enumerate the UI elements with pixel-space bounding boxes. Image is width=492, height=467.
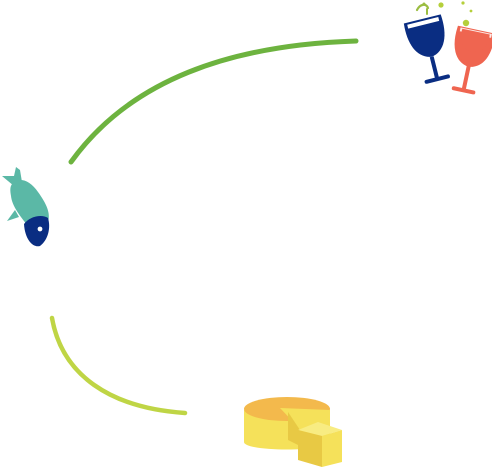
cheese-wheel-icon: [244, 397, 342, 467]
fish-icon: [2, 167, 50, 247]
wine-glasses-toast-icon: [403, 1, 492, 95]
connector-fish-to-cheese: [49, 315, 188, 416]
connector-fish-to-wine: [68, 38, 359, 165]
